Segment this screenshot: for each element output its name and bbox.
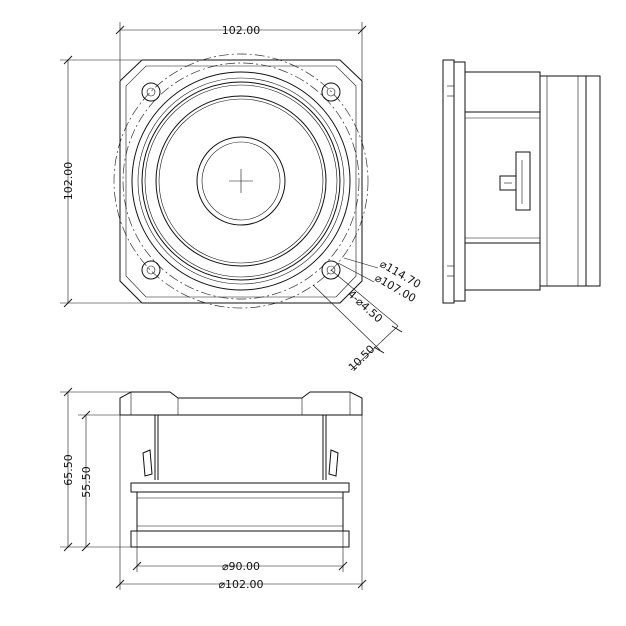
dim-line-offset bbox=[350, 325, 399, 371]
cone-edge bbox=[158, 98, 324, 264]
leader-bolt-dia bbox=[337, 262, 375, 283]
bottom-view: 65.50 55.50 ⌀90.00 ⌀102.00 bbox=[60, 387, 367, 591]
bolt-circle bbox=[122, 62, 360, 300]
surround-outer bbox=[141, 81, 341, 281]
ext-offset-a bbox=[312, 284, 381, 351]
mounting-hole-bl bbox=[141, 260, 161, 280]
dim-magnet-diameter: ⌀90.00 bbox=[222, 560, 260, 573]
bottom-terminal-right bbox=[328, 449, 339, 477]
dim-flange-offset: 10.50 bbox=[346, 343, 377, 374]
leader-hole bbox=[330, 269, 399, 327]
dim-hole-callout: 4-⌀4.50 bbox=[345, 288, 385, 326]
dim-bottom-diameter: ⌀102.00 bbox=[218, 578, 263, 591]
bottom-back-plate bbox=[130, 530, 350, 548]
outer-diameter-circle bbox=[113, 53, 369, 309]
dim-height-body: 55.50 bbox=[80, 466, 93, 498]
dust-cap bbox=[196, 136, 286, 226]
dim-height-total: 65.50 bbox=[62, 454, 75, 486]
side-flange-outer bbox=[442, 59, 455, 304]
side-basket bbox=[465, 71, 541, 291]
bottom-terminal-left bbox=[142, 449, 153, 477]
bottom-top-plate bbox=[130, 482, 350, 493]
ring-2 bbox=[137, 77, 345, 285]
mounting-hole-tl bbox=[141, 82, 161, 102]
leader-outer-dia bbox=[343, 257, 379, 269]
mounting-hole-tr bbox=[321, 82, 341, 102]
front-frame-inner bbox=[125, 65, 357, 298]
surround-mid bbox=[144, 84, 338, 278]
dim-top-width: 102.00 bbox=[222, 24, 261, 37]
surround-inner bbox=[155, 95, 327, 267]
side-terminal bbox=[499, 151, 531, 211]
side-view bbox=[442, 59, 601, 304]
front-view: 102.00 102.00 ⌀114.70 ⌀107.00 4-⌀4.50 10… bbox=[60, 22, 423, 374]
flange-ring bbox=[131, 71, 351, 291]
dust-cap-inner bbox=[201, 141, 281, 221]
dim-left-height: 102.00 bbox=[62, 162, 75, 201]
bottom-flange bbox=[119, 391, 363, 416]
side-flange-inner bbox=[453, 61, 466, 302]
front-frame bbox=[119, 59, 363, 304]
mounting-hole-br bbox=[321, 260, 341, 280]
side-back-plate bbox=[585, 75, 601, 287]
